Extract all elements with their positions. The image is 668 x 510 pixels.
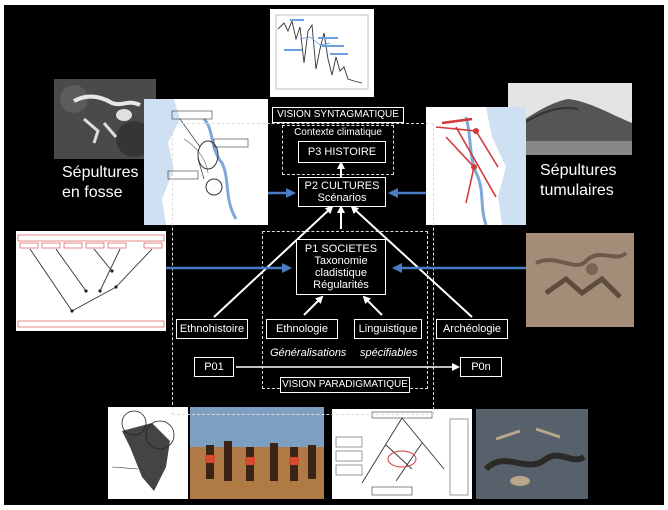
linguistique-text: Linguistique [358, 323, 418, 335]
sepultures-fosse-caption: Sépultures en fosse [62, 163, 139, 203]
arrow-ethnohistoire-to-p2 [213, 205, 334, 318]
linguistique-box: Linguistique [354, 319, 422, 339]
p1-title: P1 SOCIETES [304, 243, 378, 255]
dancers-photo [190, 407, 324, 499]
contexte-climatique-text: Contexte climatique [294, 127, 382, 138]
left-map-image [144, 99, 268, 225]
p3-histoire-box: P3 HISTOIRE [298, 141, 386, 163]
bottom-map-image [108, 407, 188, 499]
p1-line-cladistique: cladistique [315, 267, 367, 279]
ethnologie-text: Ethnologie [276, 323, 328, 335]
arrow-archeologie-to-p2 [350, 205, 473, 318]
ethnohistoire-box: Ethnohistoire [176, 319, 248, 339]
ethnohistoire-text: Ethnohistoire [179, 323, 245, 335]
climate-chart-image [270, 9, 374, 97]
tumulus-photo [508, 83, 632, 155]
excavation-photo [476, 409, 588, 499]
burial-pit-photo [54, 79, 156, 159]
vision-syntagmatique-label: VISION SYNTAGMATIQUE [272, 107, 404, 123]
p01-box: P01 [194, 357, 234, 377]
arrows-layer [166, 161, 526, 371]
p0n-text: P0n [471, 361, 491, 373]
vision-paradigmatique-label: VISION PARADIGMATIQUE [280, 377, 410, 393]
sepultures-fosse-line1: Sépultures [62, 164, 139, 181]
ethnologie-box: Ethnologie [266, 319, 338, 339]
relief-carving-image [526, 233, 634, 327]
p3-histoire-text: P3 HISTOIRE [307, 146, 377, 158]
p2-title: P2 CULTURES [304, 180, 380, 192]
left-tree-diagram [16, 231, 166, 331]
p0n-box: P0n [460, 357, 502, 377]
archeologie-box: Archéologie [436, 319, 508, 339]
p01-text: P01 [204, 361, 224, 373]
slide: VISION SYNTAGMATIQUE Contexte climatique… [4, 5, 664, 505]
arrow-linguistique-to-p1 [362, 295, 383, 316]
p1-line-taxonomie: Taxonomie [314, 255, 368, 267]
p1-line-regularites: Régularités [313, 279, 369, 291]
right-map-image [426, 107, 526, 225]
generalisations-text: Généralisations [270, 347, 347, 359]
climate-frame [282, 125, 394, 175]
sepultures-fosse-line2: en fosse [62, 184, 123, 201]
sepultures-tumulaires-line1: Sépultures [540, 162, 617, 179]
vision-paradigmatique-text: VISION PARADIGMATIQUE [282, 379, 408, 390]
sepultures-tumulaires-caption: Sépultures tumulaires [540, 161, 617, 201]
specifiables-text: spécifiables [360, 347, 418, 359]
arrow-ethnologie-to-p1 [303, 295, 324, 316]
archeologie-text: Archéologie [442, 323, 502, 335]
p2-subtitle: Scénarios [317, 192, 367, 204]
p1-societes-box: P1 SOCIETES Taxonomie cladistique Régula… [296, 239, 386, 295]
p2-cultures-box: P2 CULTURES Scénarios [298, 177, 386, 207]
sepultures-tumulaires-line2: tumulaires [540, 182, 614, 199]
language-tree-image [332, 409, 472, 499]
vision-syntagmatique-text: VISION SYNTAGMATIQUE [277, 109, 399, 120]
